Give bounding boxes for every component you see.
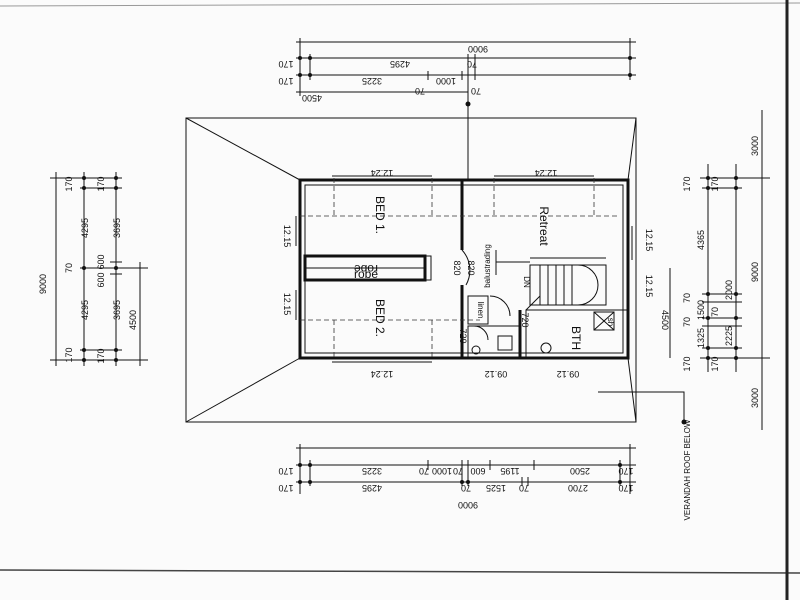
roof-outline	[185, 108, 637, 423]
door-dim-820b: 820	[452, 260, 462, 275]
right-dim-a2: 4365	[696, 230, 706, 250]
top-dim-total: 9000	[468, 44, 488, 54]
room-dim-retreat-width: 12.24	[535, 168, 558, 178]
top-dim-r2a: 170	[278, 59, 293, 69]
room-dim-bed2-width: 12.24	[371, 369, 394, 379]
left-dim-a3: 70	[64, 263, 74, 273]
bottom-dim-total: 9000	[458, 500, 478, 510]
left-dimensions: 9000 170 4295 70 4295 170 170 3695 600 6…	[38, 172, 148, 366]
door-dim-720b: 720	[520, 312, 530, 327]
verandah-note: VERANDAH ROOF BELOW	[598, 391, 692, 520]
top-dim-r3e: 70	[471, 86, 481, 96]
floor-plan: BED 1. BED 2. Retreat robe robe linen BT…	[282, 168, 671, 379]
room-dim-retreat-height: 12.15	[644, 229, 654, 252]
right-dim-b2: 2000	[724, 280, 734, 300]
top-dim-r2b: 4295	[390, 59, 410, 69]
room-label-robe-top: robe	[354, 262, 378, 276]
bottom-dim-r1h: 2500	[570, 466, 590, 476]
right-dim-a5: 70	[682, 317, 692, 327]
left-dim-a2: 4295	[80, 218, 90, 238]
label-balustrading: balustrading	[483, 244, 492, 288]
bottom-dim-r2b: 4295	[362, 483, 382, 493]
bottom-dimensions: 170 3225 70 1000 70 600 1195 2500 170 17…	[278, 444, 636, 510]
stair-label-dn: DN	[522, 276, 531, 288]
room-dim-retreat-height-2: 12.15	[644, 275, 654, 298]
left-dim-b4: 600	[96, 272, 106, 287]
room-dim-bth: 09.12	[557, 369, 580, 379]
bottom-dim-r1b: 3225	[362, 466, 382, 476]
right-dim-b3: 70	[710, 307, 720, 317]
bottom-dim-r2d: 1525	[486, 483, 506, 493]
door-dim-720: 720	[458, 328, 468, 343]
right-dim-a3: 70	[682, 293, 692, 303]
bottom-dim-r2e: 70	[519, 483, 529, 493]
right-dimensions: 3000 9000 3000 170 4365 70 1500 70 1325 …	[682, 110, 770, 430]
right-dim-a4: 1500	[696, 300, 706, 320]
left-dim-b5: 3695	[112, 300, 122, 320]
top-dim-r3a: 170	[278, 76, 293, 86]
left-dim-total: 9000	[38, 274, 48, 294]
room-dim-bed1-height: 12.15	[282, 225, 292, 248]
room-dim-bed1-width: 12.24	[371, 168, 394, 178]
scan-edge-top	[0, 2, 800, 7]
top-dim-r3d: 1000	[436, 76, 456, 86]
scan-edge-bottom	[0, 569, 800, 574]
room-dim-wc: 09.12	[485, 369, 508, 379]
right-dim-b5: 170	[710, 356, 720, 371]
left-dim-a1: 170	[64, 176, 74, 191]
right-dim-b1: 170	[710, 176, 720, 191]
right-dim-total: 9000	[750, 262, 760, 282]
room-label-bed1: BED 1.	[373, 196, 387, 234]
left-dim-a5: 170	[64, 347, 74, 362]
room-label-bed2: BED 2.	[373, 299, 387, 337]
right-dim-b4: 2225	[724, 326, 734, 346]
top-dimensions: 9000 170 4295 70 170 3225 70 1000 70 450…	[278, 38, 636, 108]
door-dim-820: 820	[466, 260, 476, 275]
top-dim-r3c: 70	[415, 86, 425, 96]
left-dim-b6: 170	[96, 348, 106, 363]
side-dim-4500: 4500	[660, 310, 670, 330]
left-dim-a4: 4295	[80, 300, 90, 320]
left-dim-b3: 600	[96, 254, 106, 269]
bottom-dim-r2f: 2700	[568, 483, 588, 493]
left-dim-b1: 170	[96, 176, 106, 191]
room-label-retreat: Retreat	[537, 206, 551, 246]
top-dim-r2c: 70	[467, 59, 477, 69]
bottom-dim-r1g: 1195	[500, 466, 519, 476]
room-label-robe-bottom: robe	[354, 267, 378, 281]
bottom-dim-r1f: 600	[470, 466, 485, 476]
right-dim-a6: 1325	[696, 328, 706, 348]
top-dim-r3b: 3225	[362, 76, 382, 86]
bottom-dim-r1c: 70	[419, 466, 429, 476]
bottom-dim-r1d: 1000	[432, 466, 452, 476]
left-dim-c1: 4500	[128, 310, 138, 330]
right-dim-top: 3000	[750, 136, 760, 156]
bottom-dim-r1i: 170	[618, 466, 633, 476]
verandah-roof-label: VERANDAH ROOF BELOW	[683, 419, 692, 520]
bottom-dim-r1a: 170	[278, 466, 293, 476]
room-label-bth: BTH	[569, 326, 583, 350]
right-dim-bottom: 3000	[750, 388, 760, 408]
bottom-dim-r2a: 170	[278, 483, 293, 493]
bottom-dim-r2c: 70	[461, 483, 471, 493]
left-dim-b2: 3695	[112, 218, 122, 238]
room-label-linen: linen	[476, 302, 485, 319]
bottom-dim-r2g: 170	[618, 483, 633, 493]
bottom-dim-r1e: 70	[453, 466, 463, 476]
room-dim-bed2-height: 12.15	[282, 293, 292, 316]
right-dim-a7: 170	[682, 356, 692, 371]
right-dim-a1: 170	[682, 176, 692, 191]
label-shower: sh	[606, 318, 615, 326]
top-dim-r4: 4500	[302, 93, 322, 103]
